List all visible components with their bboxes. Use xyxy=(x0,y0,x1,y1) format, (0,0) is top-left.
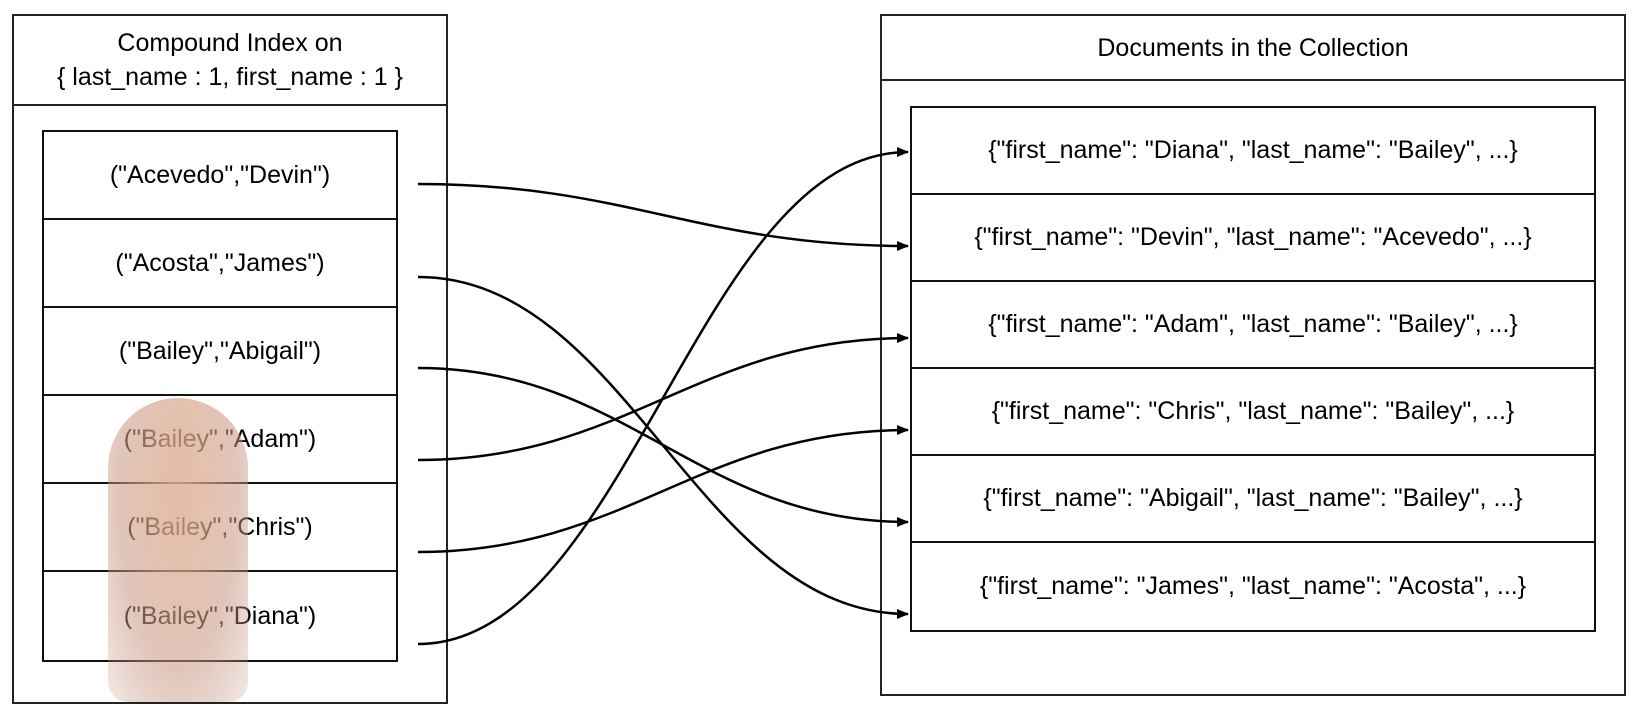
index-title-line2: { last_name : 1, first_name : 1 } xyxy=(56,63,404,91)
connector-arrow xyxy=(417,147,909,646)
index-title-line1: Compound Index on xyxy=(117,29,343,57)
index-entry: ("Bailey","Abigail") xyxy=(42,306,398,396)
document-entry: {"first_name": "James", "last_name": "Ac… xyxy=(910,541,1596,632)
document-entry: {"first_name": "Diana", "last_name": "Ba… xyxy=(910,106,1596,195)
index-entry: ("Acevedo","Devin") xyxy=(42,130,398,220)
connector-arrow xyxy=(417,366,909,527)
document-entry: {"first_name": "Devin", "last_name": "Ac… xyxy=(910,193,1596,282)
connector-arrow xyxy=(417,182,909,251)
document-entry: {"first_name": "Abigail", "last_name": "… xyxy=(910,454,1596,543)
document-entry: {"first_name": "Adam", "last_name": "Bai… xyxy=(910,280,1596,369)
documents-panel-header: Documents in the Collection xyxy=(882,16,1624,81)
index-panel-header: Compound Index on { last_name : 1, first… xyxy=(14,16,446,106)
documents-title: Documents in the Collection xyxy=(1097,33,1409,62)
connector-arrow xyxy=(417,425,909,554)
